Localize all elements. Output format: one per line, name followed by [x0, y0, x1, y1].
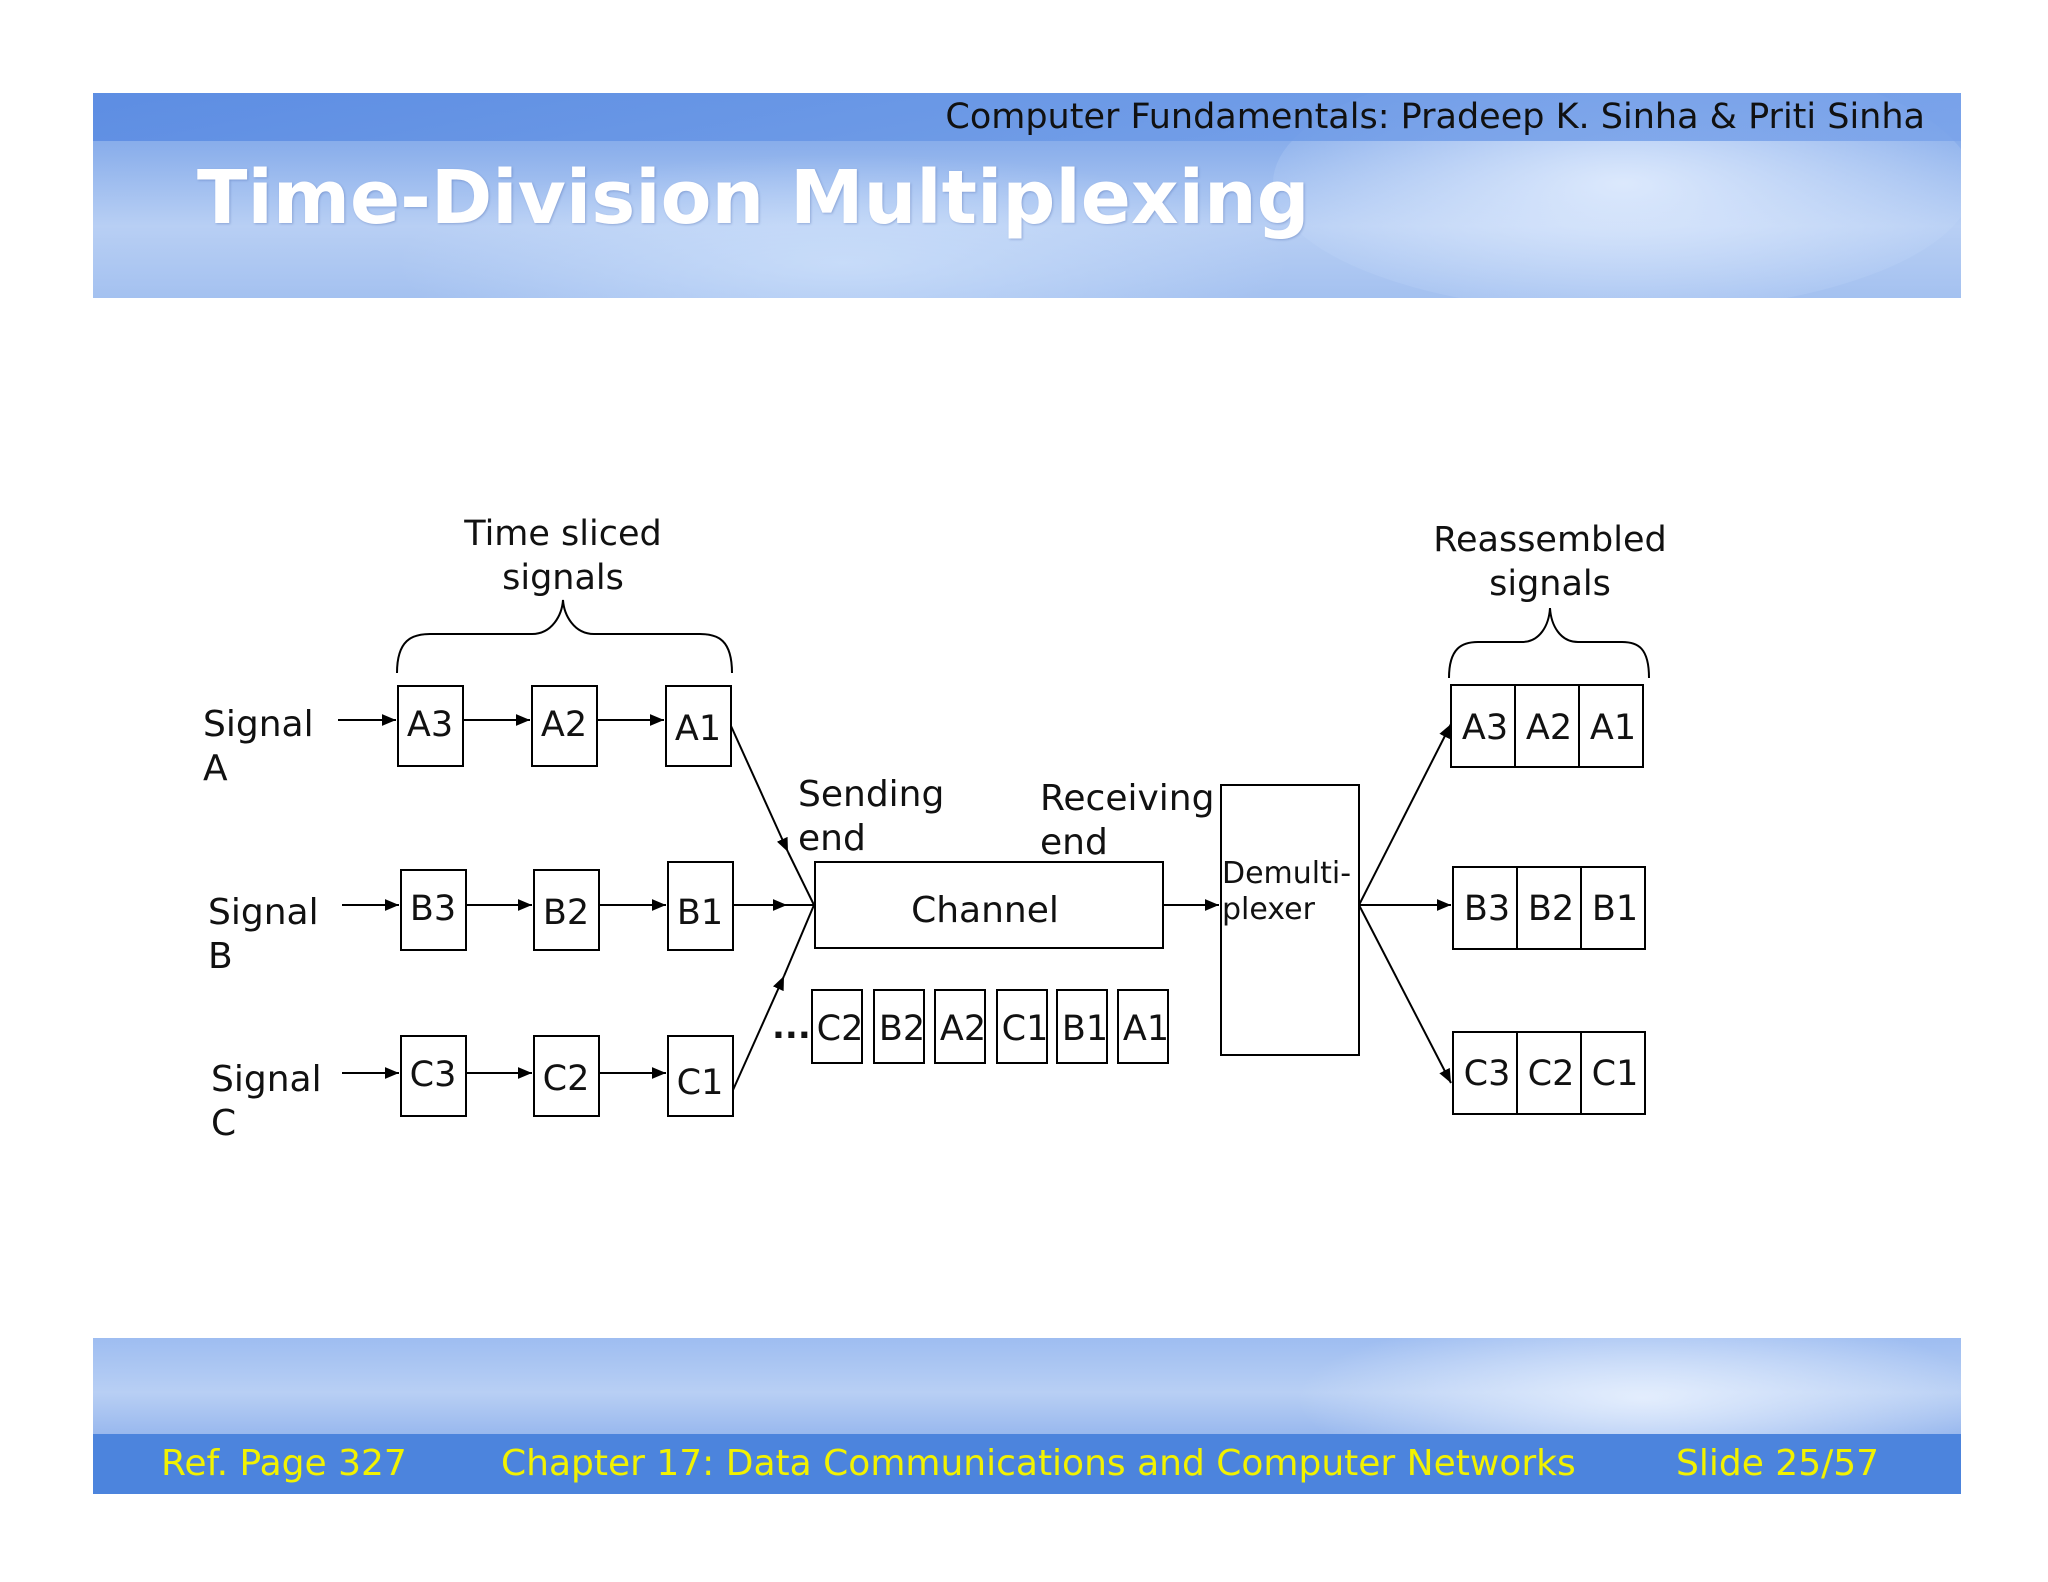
- slide-title: Time-Division Multiplexing: [197, 155, 1310, 241]
- stream-box-a2: [934, 989, 986, 1064]
- banner-top-strip: [93, 93, 1961, 141]
- time-sliced-caption-line2: signals: [502, 558, 624, 598]
- line-a1-to-channel: [730, 725, 789, 853]
- slice-label-b3: B3: [410, 889, 456, 929]
- slice-box-c3: [400, 1035, 467, 1117]
- stream-ellipsis: ...: [772, 1007, 811, 1047]
- receiving-end-label-line1: Receiving: [1040, 778, 1214, 819]
- channel-label: Channel: [911, 890, 1059, 931]
- slice-box-b1: [667, 861, 734, 951]
- output-box-b1: [1580, 866, 1646, 950]
- stream-label-b2: B2: [879, 1009, 925, 1049]
- footer-bar: [93, 1434, 1961, 1494]
- output-label-c2: C2: [1528, 1054, 1575, 1094]
- stream-label-b1: B1: [1062, 1009, 1108, 1049]
- stream-box-a1: [1117, 989, 1169, 1064]
- stream-box-c1: [996, 989, 1048, 1064]
- output-box-c1: [1580, 1031, 1646, 1115]
- stream-label-c1: C1: [1002, 1009, 1049, 1049]
- sending-end-label-line1: Sending: [798, 774, 944, 815]
- arrow-demux-to-a: [1358, 723, 1452, 906]
- footer-chapter: Chapter 17: Data Communications and Comp…: [501, 1443, 1576, 1484]
- output-box-c3: [1452, 1031, 1518, 1115]
- slice-box-b2: [533, 869, 600, 951]
- signal-a-label-line1: Signal: [203, 704, 314, 745]
- demux-label-line2: plexer: [1222, 892, 1316, 927]
- stream-label-c2: C2: [817, 1009, 864, 1049]
- channel-box: [814, 861, 1164, 949]
- slice-label-a1: A1: [675, 709, 721, 749]
- output-label-a3: A3: [1462, 708, 1508, 748]
- time-sliced-caption-line1: Time sliced: [463, 514, 661, 554]
- demux-label-line1: Demulti-: [1222, 856, 1351, 891]
- slice-box-a2: [531, 685, 598, 767]
- footer-banner: Ref. Page 327 Chapter 17: Data Communica…: [93, 1338, 1961, 1494]
- signal-b-label-line2: B: [208, 936, 233, 977]
- output-box-b2: [1516, 866, 1582, 950]
- output-label-c3: C3: [1464, 1054, 1511, 1094]
- slice-box-c2: [533, 1035, 600, 1117]
- stream-box-b2: [873, 989, 925, 1064]
- time-sliced-brace: [396, 599, 733, 674]
- reassembled-caption-line2: signals: [1489, 564, 1611, 604]
- line-a-join: [787, 851, 815, 906]
- slice-label-c3: C3: [410, 1055, 457, 1095]
- slice-label-a2: A2: [541, 705, 587, 745]
- stream-box-c2: [811, 989, 863, 1064]
- receiving-end-label-line2: end: [1040, 822, 1108, 863]
- slice-box-c1: [667, 1035, 734, 1117]
- slice-box-a3: [397, 685, 464, 767]
- arrow-demux-to-c: [1358, 904, 1452, 1084]
- book-credit: Computer Fundamentals: Pradeep K. Sinha …: [945, 97, 1925, 137]
- output-box-a3: [1450, 684, 1516, 768]
- demultiplexer-box: [1220, 784, 1360, 1056]
- slice-label-c1: C1: [677, 1063, 724, 1103]
- output-box-b3: [1452, 866, 1518, 950]
- stream-label-a1: A1: [1123, 1009, 1169, 1049]
- slice-label-c2: C2: [543, 1059, 590, 1099]
- output-label-b1: B1: [1592, 889, 1638, 929]
- footer-ref: Ref. Page 327: [161, 1443, 407, 1484]
- output-label-a1: A1: [1590, 708, 1636, 748]
- header-banner: Computer Fundamentals: Pradeep K. Sinha …: [93, 93, 1961, 298]
- output-box-a2: [1514, 684, 1580, 768]
- stream-label-a2: A2: [940, 1009, 986, 1049]
- output-label-b2: B2: [1528, 889, 1574, 929]
- footer-slide-number: Slide 25/57: [1676, 1443, 1880, 1484]
- signal-c-label-line1: Signal: [211, 1059, 322, 1100]
- slice-label-a3: A3: [407, 705, 453, 745]
- slice-label-b2: B2: [543, 893, 589, 933]
- slice-label-b1: B1: [677, 893, 723, 933]
- line-c1-to-channel: [732, 975, 785, 1091]
- line-c-join: [783, 904, 815, 977]
- output-label-c1: C1: [1592, 1054, 1639, 1094]
- signal-a-label-line2: A: [203, 748, 228, 789]
- reassembled-caption-line1: Reassembled: [1433, 520, 1667, 560]
- slice-box-b3: [400, 869, 467, 951]
- signal-c-label-line2: C: [211, 1103, 236, 1144]
- reassembled-brace: [1448, 607, 1650, 679]
- sending-end-label-line2: end: [798, 818, 866, 859]
- output-label-a2: A2: [1526, 708, 1572, 748]
- signal-b-label-line1: Signal: [208, 892, 319, 933]
- output-box-a1: [1578, 684, 1644, 768]
- stream-box-b1: [1056, 989, 1108, 1064]
- output-box-c2: [1516, 1031, 1582, 1115]
- output-label-b3: B3: [1464, 889, 1510, 929]
